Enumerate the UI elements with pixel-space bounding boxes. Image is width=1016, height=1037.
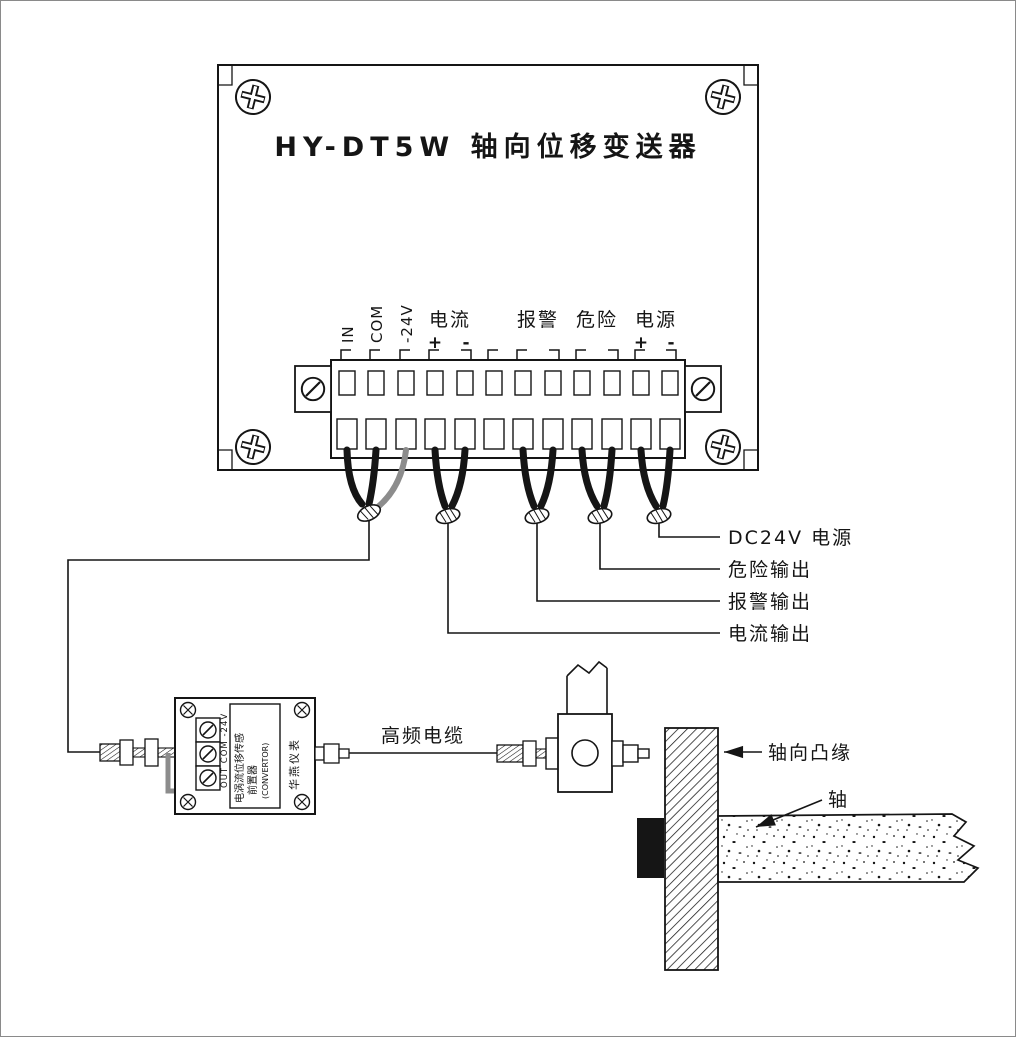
- axial-flange: [664, 727, 719, 971]
- converter-nameplate: [229, 703, 281, 809]
- label-current: 电流: [429, 309, 471, 331]
- threaded-stud: [132, 747, 146, 758]
- flange-label: 轴向凸缘: [768, 742, 852, 764]
- wire-alarm-b: [537, 446, 557, 510]
- converter-name-line3: (CONVERTOR): [261, 743, 270, 799]
- wire-current-plus: [431, 446, 449, 510]
- clamp-hole: [571, 739, 599, 767]
- label-neg24v: -24V: [398, 304, 416, 343]
- mount-bracket: [566, 660, 608, 714]
- label-power: 电源: [635, 309, 677, 331]
- probe-tip: [637, 748, 650, 759]
- cable-lug-alarm: [522, 505, 552, 527]
- converter-name-line2: 前置器: [246, 765, 259, 795]
- probe-thread: [496, 744, 524, 763]
- converter-corner-screw: [179, 701, 197, 719]
- converter-output-plug: [314, 743, 350, 764]
- converter-terminal-screw: [199, 721, 217, 739]
- label-in: IN: [339, 325, 357, 343]
- terminal-upper-cells: [338, 370, 679, 396]
- wire-danger-b: [600, 446, 616, 510]
- terminal-block: [294, 349, 722, 459]
- converter-name-line1: 电涡流位移传感: [233, 733, 246, 803]
- panel-title: HY-DT5W 轴向位移变送器: [274, 131, 701, 163]
- wire-power-minus: [659, 446, 674, 510]
- endcap-screw: [300, 376, 326, 402]
- probe-mount: [496, 660, 650, 793]
- wire-danger-a: [578, 446, 601, 510]
- label-alarm: 报警: [517, 309, 559, 331]
- shaft: [717, 813, 980, 883]
- connector-nut: [144, 738, 159, 767]
- plug-body: [323, 743, 340, 764]
- signal-line-sensor: [67, 521, 370, 753]
- signal-lines: [67, 521, 720, 753]
- label-power-minus: -: [667, 333, 674, 353]
- label-current-minus: -: [462, 333, 469, 353]
- output-label-alarm: 报警输出: [728, 591, 812, 613]
- converter-corner-screw: [179, 793, 197, 811]
- output-label-current: 电流输出: [728, 623, 812, 645]
- wire-com: [365, 446, 380, 508]
- sensor-cable-connector: [99, 738, 176, 767]
- converter-terminal-screw: [199, 745, 217, 763]
- probe-nut: [611, 740, 624, 767]
- label-com: COM: [368, 305, 386, 343]
- signal-line-alarm: [536, 523, 720, 602]
- cable-lug-danger: [585, 505, 615, 527]
- probe-nut: [522, 740, 537, 767]
- output-label-danger: 危险输出: [728, 559, 812, 581]
- converter-corner-screw: [293, 793, 311, 811]
- signal-line-danger: [599, 523, 720, 570]
- plug-tip: [338, 748, 350, 759]
- signal-line-current: [447, 523, 720, 634]
- wire-current-minus: [448, 446, 469, 510]
- converter-box: [174, 697, 316, 815]
- label-current-plus: +: [428, 333, 442, 353]
- threaded-stud: [99, 743, 121, 762]
- wire-neg24v-shield: [376, 447, 409, 509]
- converter-terminal-labels: OUT COM -24V: [220, 713, 230, 788]
- hf-cable-label: 高频电缆: [381, 725, 465, 747]
- wire-in: [343, 446, 366, 508]
- cable-lug-power: [644, 505, 674, 527]
- label-power-plus: +: [634, 333, 648, 353]
- terminal-labels: IN COM -24V 电流 + - 报警 危险 电源 + -: [339, 304, 677, 353]
- terminal-wire-marks: [340, 349, 677, 360]
- endcap-screw: [690, 376, 716, 402]
- shaft-arrow: [755, 799, 823, 828]
- converter-terminal-screw: [199, 769, 217, 787]
- wire-alarm-a: [519, 446, 538, 510]
- terminal-lower-cells: [336, 418, 681, 450]
- shaft-label: 轴: [828, 789, 849, 811]
- panel-corner-notches: [218, 65, 758, 470]
- terminal-wires: [343, 446, 674, 510]
- signal-line-power: [658, 523, 720, 538]
- probe-body: [622, 744, 639, 763]
- wire-power-plus: [637, 446, 660, 510]
- output-label-power: DC24V 电源: [728, 527, 853, 549]
- cable-lug-current: [433, 505, 463, 527]
- plug-base: [314, 746, 325, 761]
- connector-nut: [119, 739, 134, 766]
- converter-brand: 华燕仪表: [287, 738, 301, 790]
- label-danger: 危险: [576, 309, 618, 331]
- shaft-end-collar: [637, 818, 664, 878]
- probe-thread: [535, 748, 547, 759]
- converter-corner-screw: [293, 701, 311, 719]
